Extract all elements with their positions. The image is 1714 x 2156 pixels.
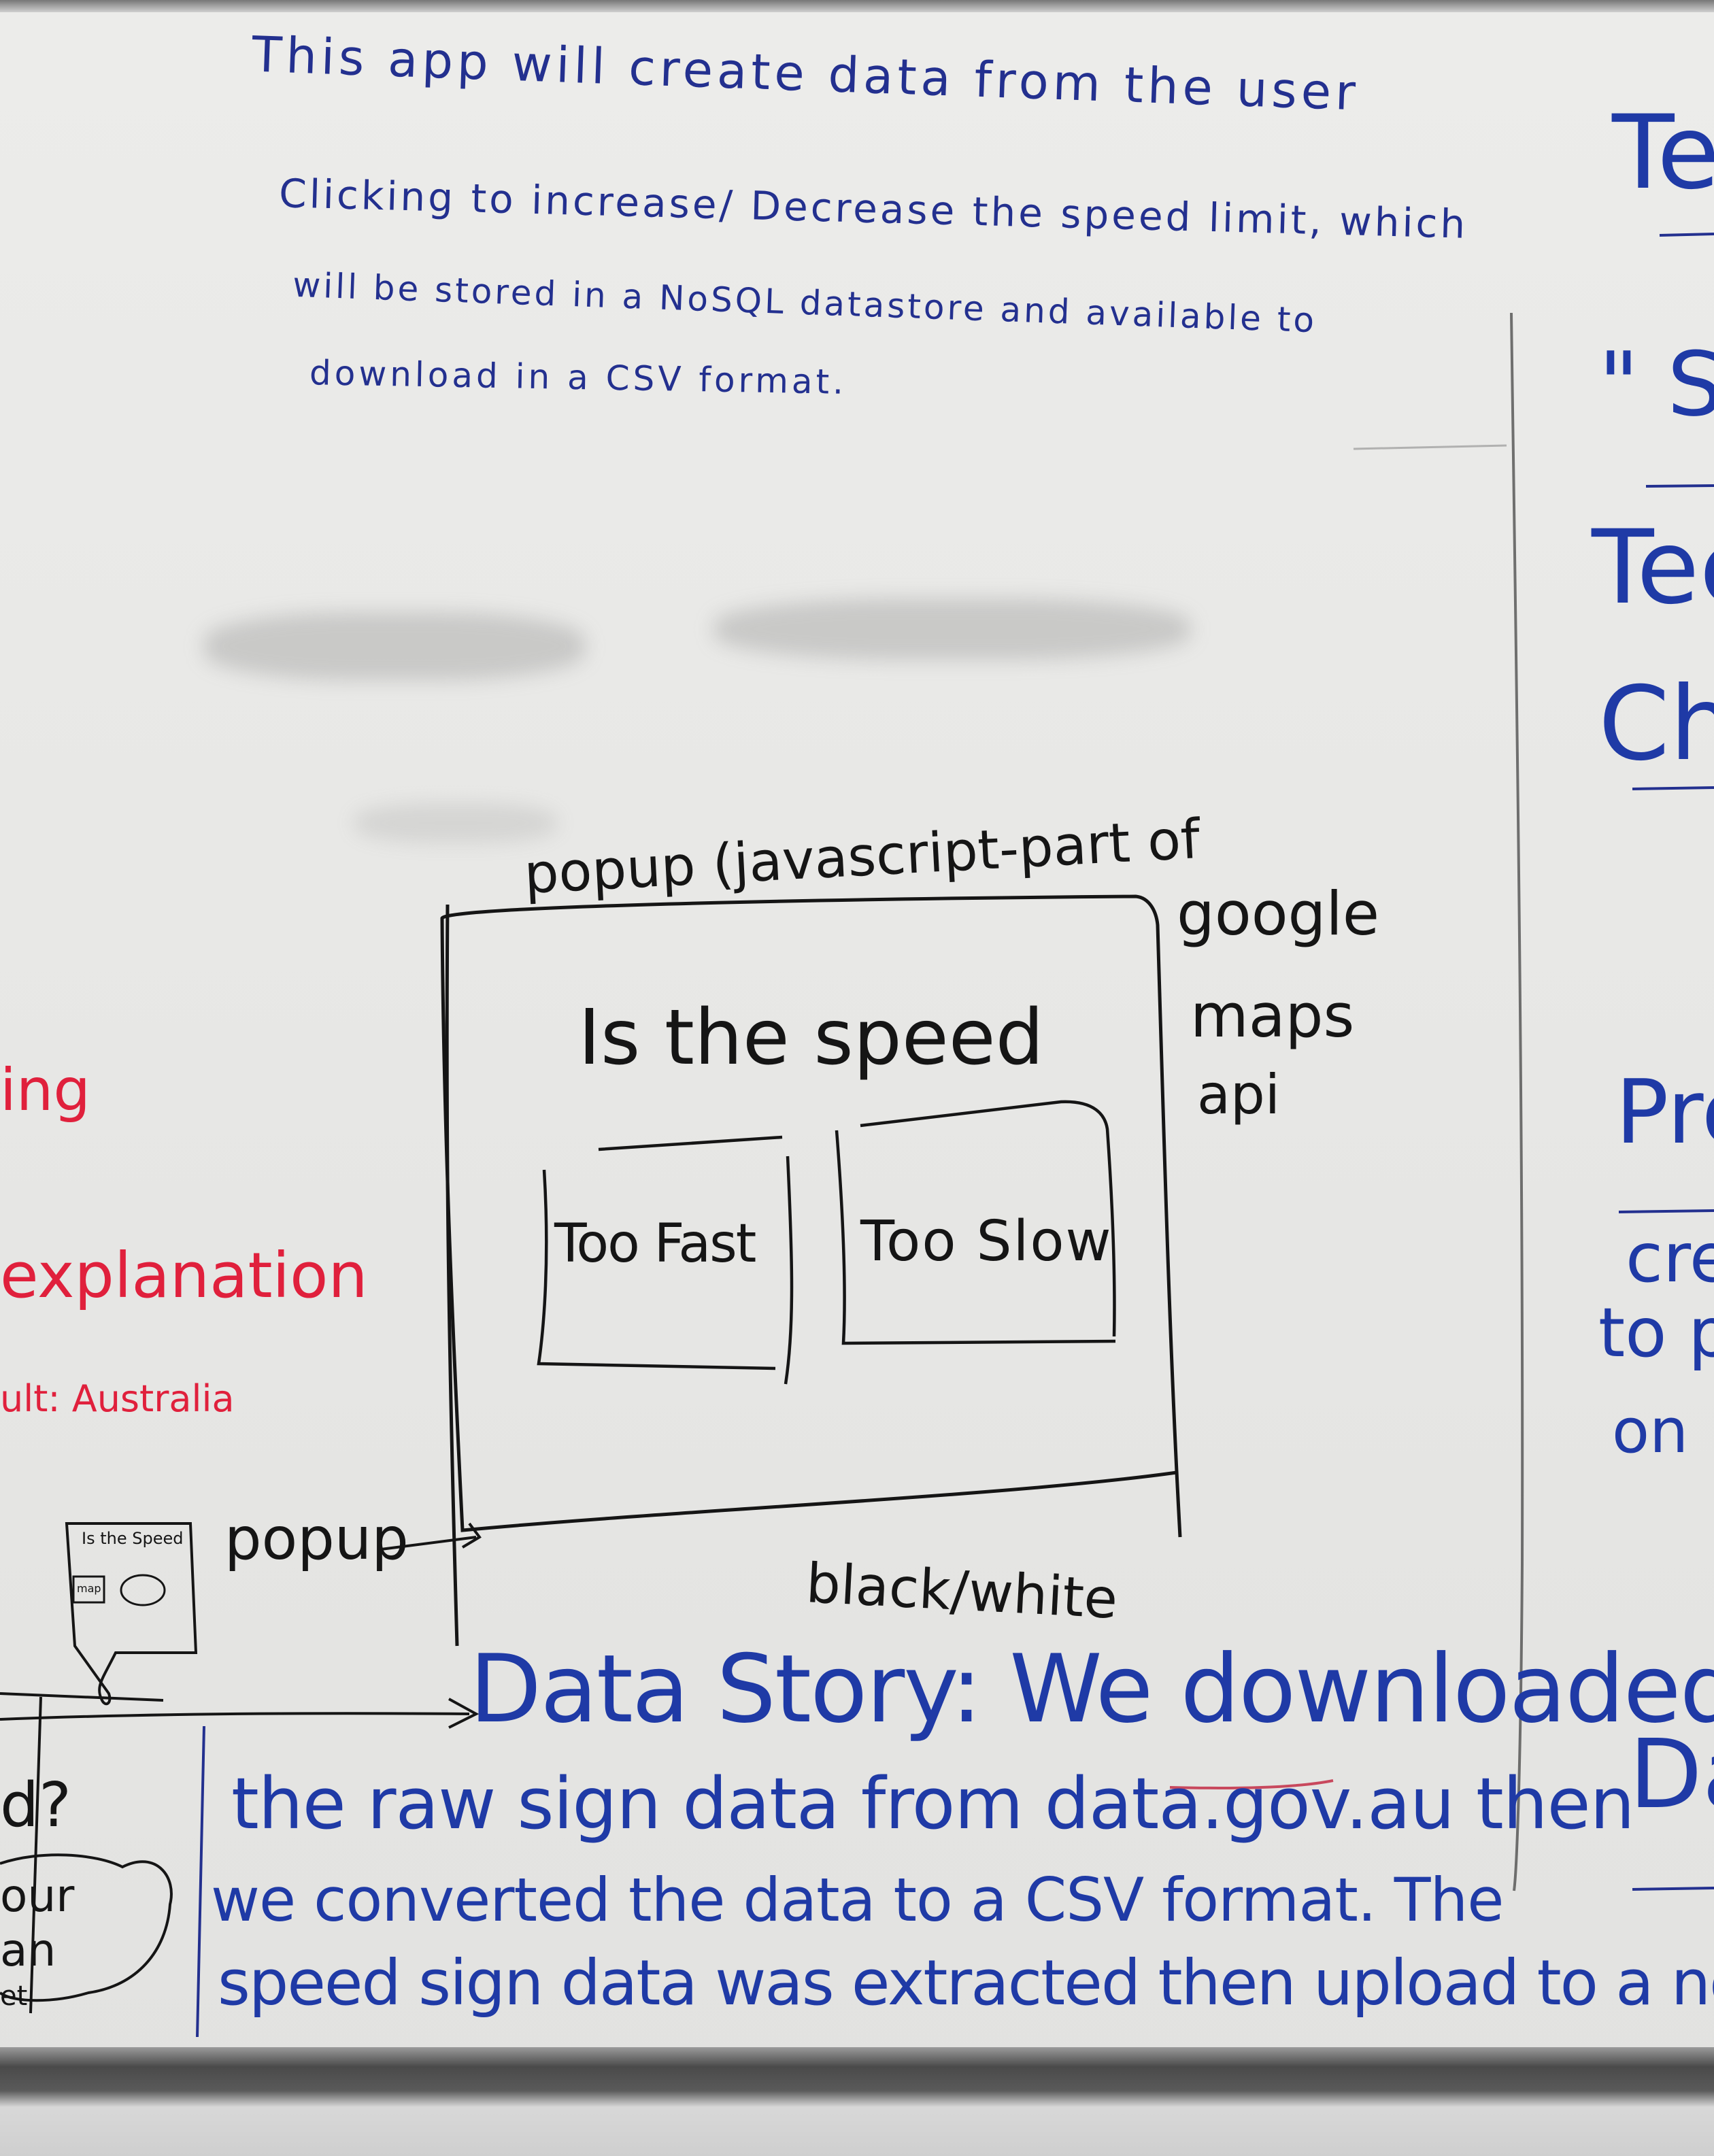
data-story-title: Data Story: We downloaded — [469, 1634, 1714, 1744]
data-story-line-1: the raw sign data from data.gov.au then — [231, 1762, 1635, 1845]
small-sketch-cloud — [120, 1574, 166, 1606]
data-story-line-2: we converted the data to a CSV format. T… — [211, 1865, 1504, 1935]
right-note-to-p: to p — [1598, 1293, 1714, 1372]
popup-side-label-maps: maps — [1190, 981, 1355, 1051]
header-note-line-4: download in a CSV format. — [309, 353, 847, 402]
data-story-line-3: speed sign data was extracted then uploa… — [218, 1947, 1714, 2019]
left-black-question: d? — [0, 1770, 71, 1841]
right-note-tec: Tec — [1592, 509, 1714, 627]
faint-line — [1353, 444, 1507, 450]
whiteboard-bottom-tray — [0, 2047, 1714, 2156]
left-red-note-explanation: explanation — [0, 1239, 368, 1312]
small-sketch-outline — [65, 1522, 198, 1706]
header-note-line-2: Clicking to increase/ Decrease the speed… — [278, 170, 1469, 248]
left-bubble-text-3: et — [0, 1981, 28, 2012]
header-note-line-1: This app will create data from the user — [251, 25, 1361, 122]
left-bubble-text-1: our — [0, 1870, 75, 1922]
popup-question: Is the speed — [578, 994, 1044, 1082]
left-red-note-default: ult: Australia — [0, 1377, 235, 1420]
right-note-s: " S — [1598, 333, 1714, 436]
small-sketch-popup-label: popup — [224, 1505, 409, 1573]
popup-box-left-edge — [445, 904, 459, 1647]
right-underline-3 — [1632, 786, 1714, 790]
right-underline-4 — [1618, 1209, 1714, 1213]
popup-top-label: popup (javascript-part of — [522, 807, 1202, 906]
right-note-da: Da — [1629, 1719, 1714, 1830]
small-sketch-question: Is the Speed — [82, 1529, 184, 1548]
data-story-left-rule — [196, 1725, 205, 2038]
left-bubble-text-2: an — [0, 1924, 56, 1976]
eraser-smudge — [204, 612, 585, 680]
popup-side-label-api: api — [1197, 1063, 1281, 1126]
eraser-smudge — [354, 803, 558, 843]
header-note-line-3: will be stored in a NoSQL datastore and … — [292, 265, 1318, 341]
eraser-smudge — [714, 599, 1190, 660]
whiteboard-top-frame — [0, 0, 1714, 12]
right-underline-1 — [1659, 233, 1714, 237]
too-slow-button-label: Too Slow — [860, 1209, 1113, 1274]
right-underline-5 — [1632, 1887, 1714, 1891]
too-fast-button-label: Too Fast — [554, 1213, 756, 1275]
right-note-ch: Ch — [1598, 665, 1714, 784]
left-red-note-ing: ing — [0, 1056, 90, 1124]
right-note-tea: Tea — [1612, 94, 1714, 212]
right-note-pro: Pro — [1615, 1060, 1714, 1164]
popup-side-label-google: google — [1177, 879, 1379, 949]
popup-bottom-label: black/white — [804, 1551, 1120, 1631]
small-sketch-map-label: map — [77, 1582, 101, 1595]
right-note-on: on — [1612, 1396, 1689, 1467]
data-story-arrow — [0, 1692, 480, 1729]
right-note-cre: cre — [1626, 1218, 1714, 1298]
